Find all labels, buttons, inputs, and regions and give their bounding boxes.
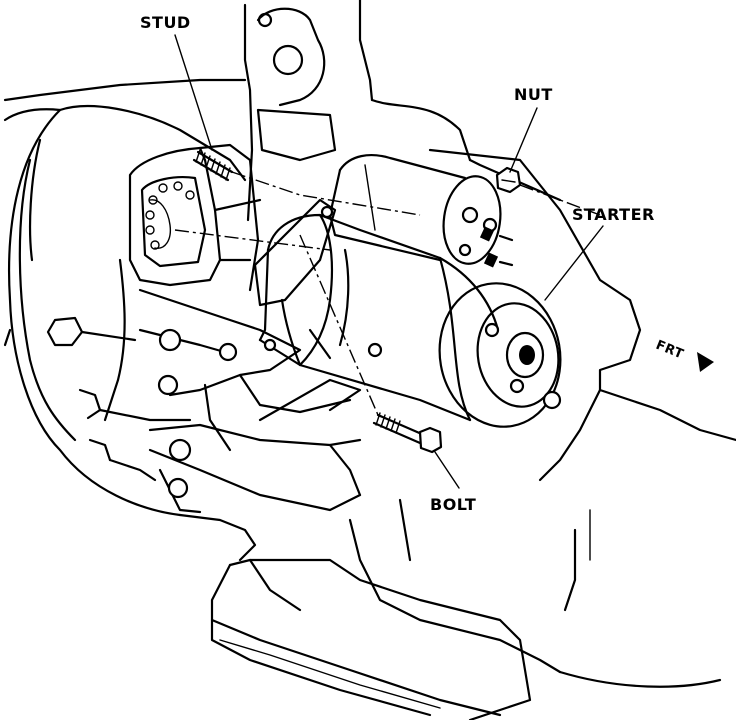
- motor-housing: [258, 213, 500, 422]
- front-arrow: [697, 352, 714, 372]
- label-stud: STUD: [140, 13, 191, 32]
- drive-end-housing: [438, 256, 562, 428]
- label-bolt: BOLT: [430, 495, 476, 514]
- leader-lines: [174, 34, 604, 489]
- solenoid: [328, 154, 514, 268]
- nut: [495, 166, 522, 194]
- label-nut: NUT: [514, 85, 553, 104]
- label-front: FRT: [654, 338, 686, 363]
- label-starter: STARTER: [572, 205, 655, 224]
- alignment-lines: [174, 171, 601, 416]
- flange-teeth: [145, 181, 195, 250]
- bell-housing: [3, 78, 257, 562]
- bolt: [372, 412, 443, 454]
- stud: [192, 149, 234, 182]
- lower-linkage: [46, 258, 362, 514]
- oil-pan: [210, 558, 532, 720]
- engine-block: [243, 0, 736, 688]
- front-arrow-icon: [697, 352, 714, 372]
- starter-motor: [253, 154, 562, 428]
- mounting-ear: [253, 198, 337, 307]
- starter-flange: [128, 143, 262, 292]
